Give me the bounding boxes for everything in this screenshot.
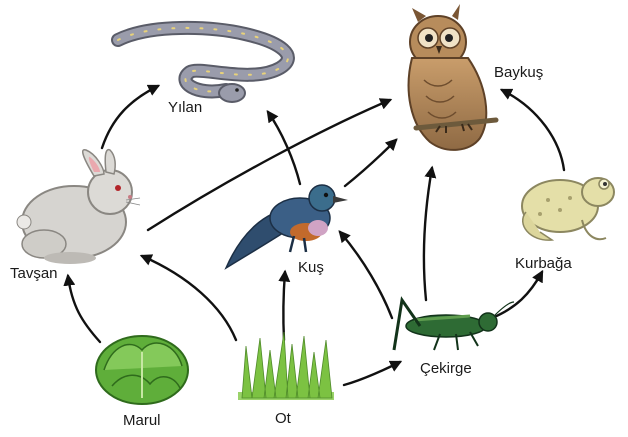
label-grasshopper: Çekirge <box>420 360 472 377</box>
label-frog: Kurbağa <box>515 255 572 272</box>
frog-icon <box>521 177 615 241</box>
bird-icon <box>224 184 348 270</box>
arrow-rabbit-to-owl <box>146 98 393 232</box>
owl-icon <box>407 4 499 151</box>
arrow-grass-to-bird <box>278 269 291 342</box>
label-owl: Baykuş <box>494 64 543 81</box>
arrow-grasshopper-to-owl <box>422 165 437 302</box>
arrow-grasshopper-to-bird <box>338 230 394 320</box>
arrow-bird-to-owl <box>343 138 398 188</box>
lettuce-icon <box>95 335 189 405</box>
grasshopper-icon <box>392 296 515 351</box>
label-rabbit: Tavşan <box>10 265 58 282</box>
label-grass: Ot <box>275 410 292 427</box>
label-snake: Yılan <box>168 99 202 116</box>
arrow-frog-to-owl <box>499 88 566 172</box>
arrow-grass-to-grasshopper <box>342 360 403 387</box>
label-bird: Kuş <box>298 259 324 276</box>
arrow-rabbit-to-snake <box>100 84 161 150</box>
snake-icon <box>111 20 295 103</box>
arrows <box>63 84 566 387</box>
label-lettuce: Marul <box>123 412 161 429</box>
arrow-grasshopper-to-frog <box>490 269 544 320</box>
arrow-lettuce-to-rabbit <box>63 273 102 344</box>
grass-icon <box>238 331 334 400</box>
arrow-grass-to-rabbit <box>139 254 238 342</box>
rabbit-icon <box>16 148 141 264</box>
arrow-bird-to-snake <box>266 110 302 186</box>
